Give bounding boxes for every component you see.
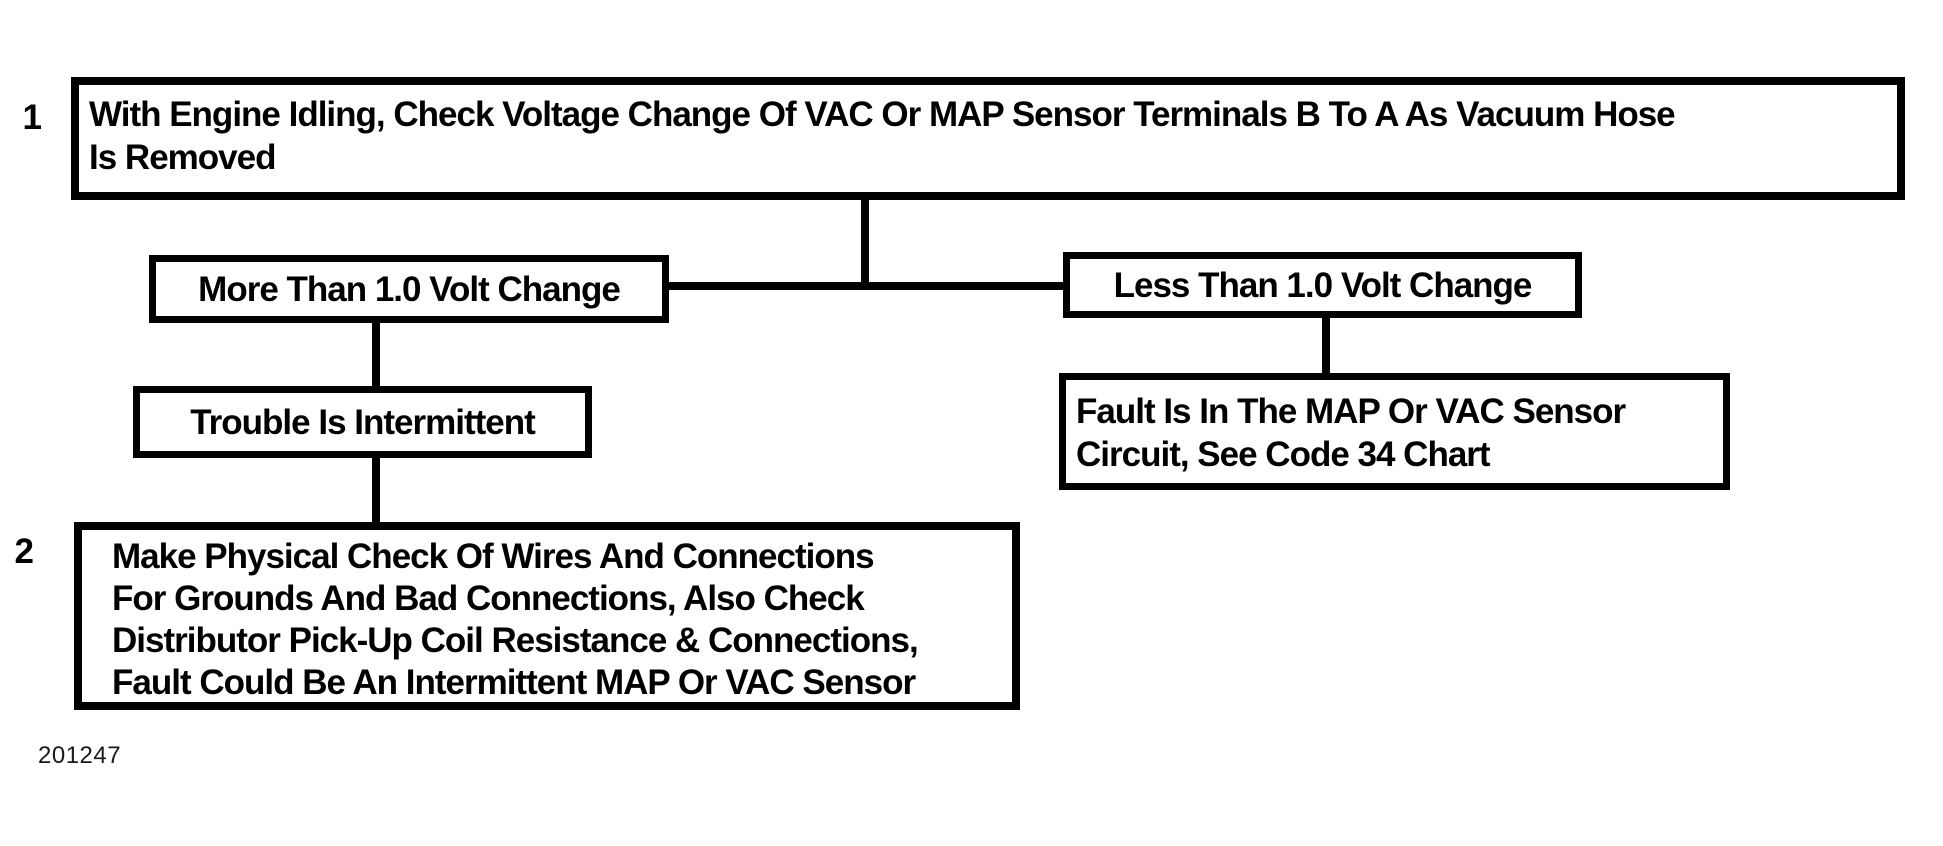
step-1-number: 1 bbox=[22, 98, 42, 137]
trouble-intermittent-box: Trouble Is Intermittent bbox=[133, 386, 592, 458]
connector-less-than-to-fault bbox=[1322, 313, 1330, 377]
connector-branch-horizontal bbox=[661, 282, 1071, 290]
step-2-box: Make Physical Check Of Wires And Connect… bbox=[74, 522, 1020, 710]
more-than-1-volt-box: More Than 1.0 Volt Change bbox=[149, 255, 669, 323]
fault-conclusion-box: Fault Is In The MAP Or VAC Sensor Circui… bbox=[1059, 373, 1730, 490]
less-than-1-volt-box: Less Than 1.0 Volt Change bbox=[1063, 252, 1582, 318]
connector-trouble-to-step2 bbox=[372, 452, 380, 528]
step-2-number: 2 bbox=[14, 532, 34, 571]
figure-code: 201247 bbox=[38, 742, 122, 769]
connector-more-than-to-trouble bbox=[372, 318, 380, 390]
step-1-box: With Engine Idling, Check Voltage Change… bbox=[71, 77, 1905, 200]
connector-step1-to-branch bbox=[861, 196, 869, 290]
